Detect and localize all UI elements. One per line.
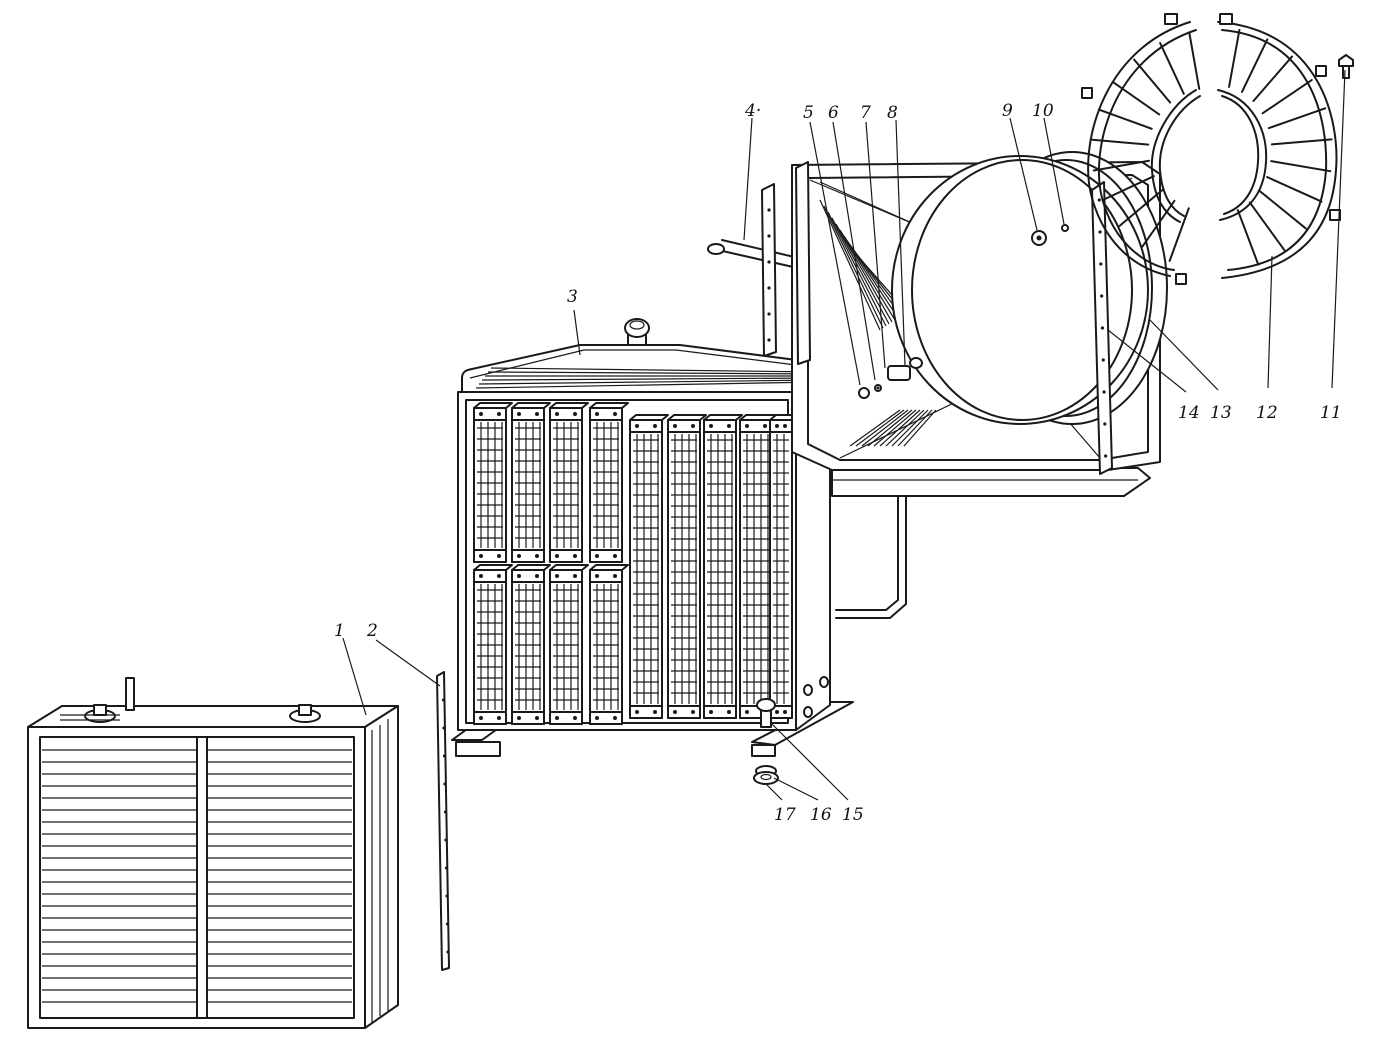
callout-11: 11: [1320, 403, 1342, 423]
callout-labels: 1 2 3 4· 5 6 7 8 9 10 11 12 13 14 15 16 …: [334, 101, 1342, 825]
callout-8: 8: [887, 103, 898, 123]
callout-7: 7: [860, 103, 871, 123]
callout-2: 2: [366, 621, 378, 641]
part-side-post: [761, 183, 777, 357]
callout-1: 1: [334, 621, 345, 641]
callout-9: 9: [1002, 101, 1013, 121]
leader-lines: [342, 69, 1346, 801]
callout-15: 15: [842, 805, 864, 825]
callout-17: 17: [774, 805, 796, 825]
part-shutter-frame: [27, 677, 399, 1029]
callout-13: 13: [1210, 403, 1232, 423]
callout-14: 14: [1178, 403, 1200, 423]
callout-12: 12: [1256, 403, 1278, 423]
callout-6: 6: [828, 103, 839, 123]
callout-4: 4·: [744, 101, 761, 121]
part-fan-guard: [1081, 13, 1354, 285]
part-fan-shroud: [791, 151, 1168, 497]
callout-10: 10: [1032, 101, 1054, 121]
callout-3: 3: [567, 287, 578, 307]
callout-16: 16: [810, 805, 832, 825]
callout-5: 5: [803, 103, 814, 123]
part-radiator-core: [451, 318, 854, 785]
part-seal-strip: [436, 671, 450, 971]
